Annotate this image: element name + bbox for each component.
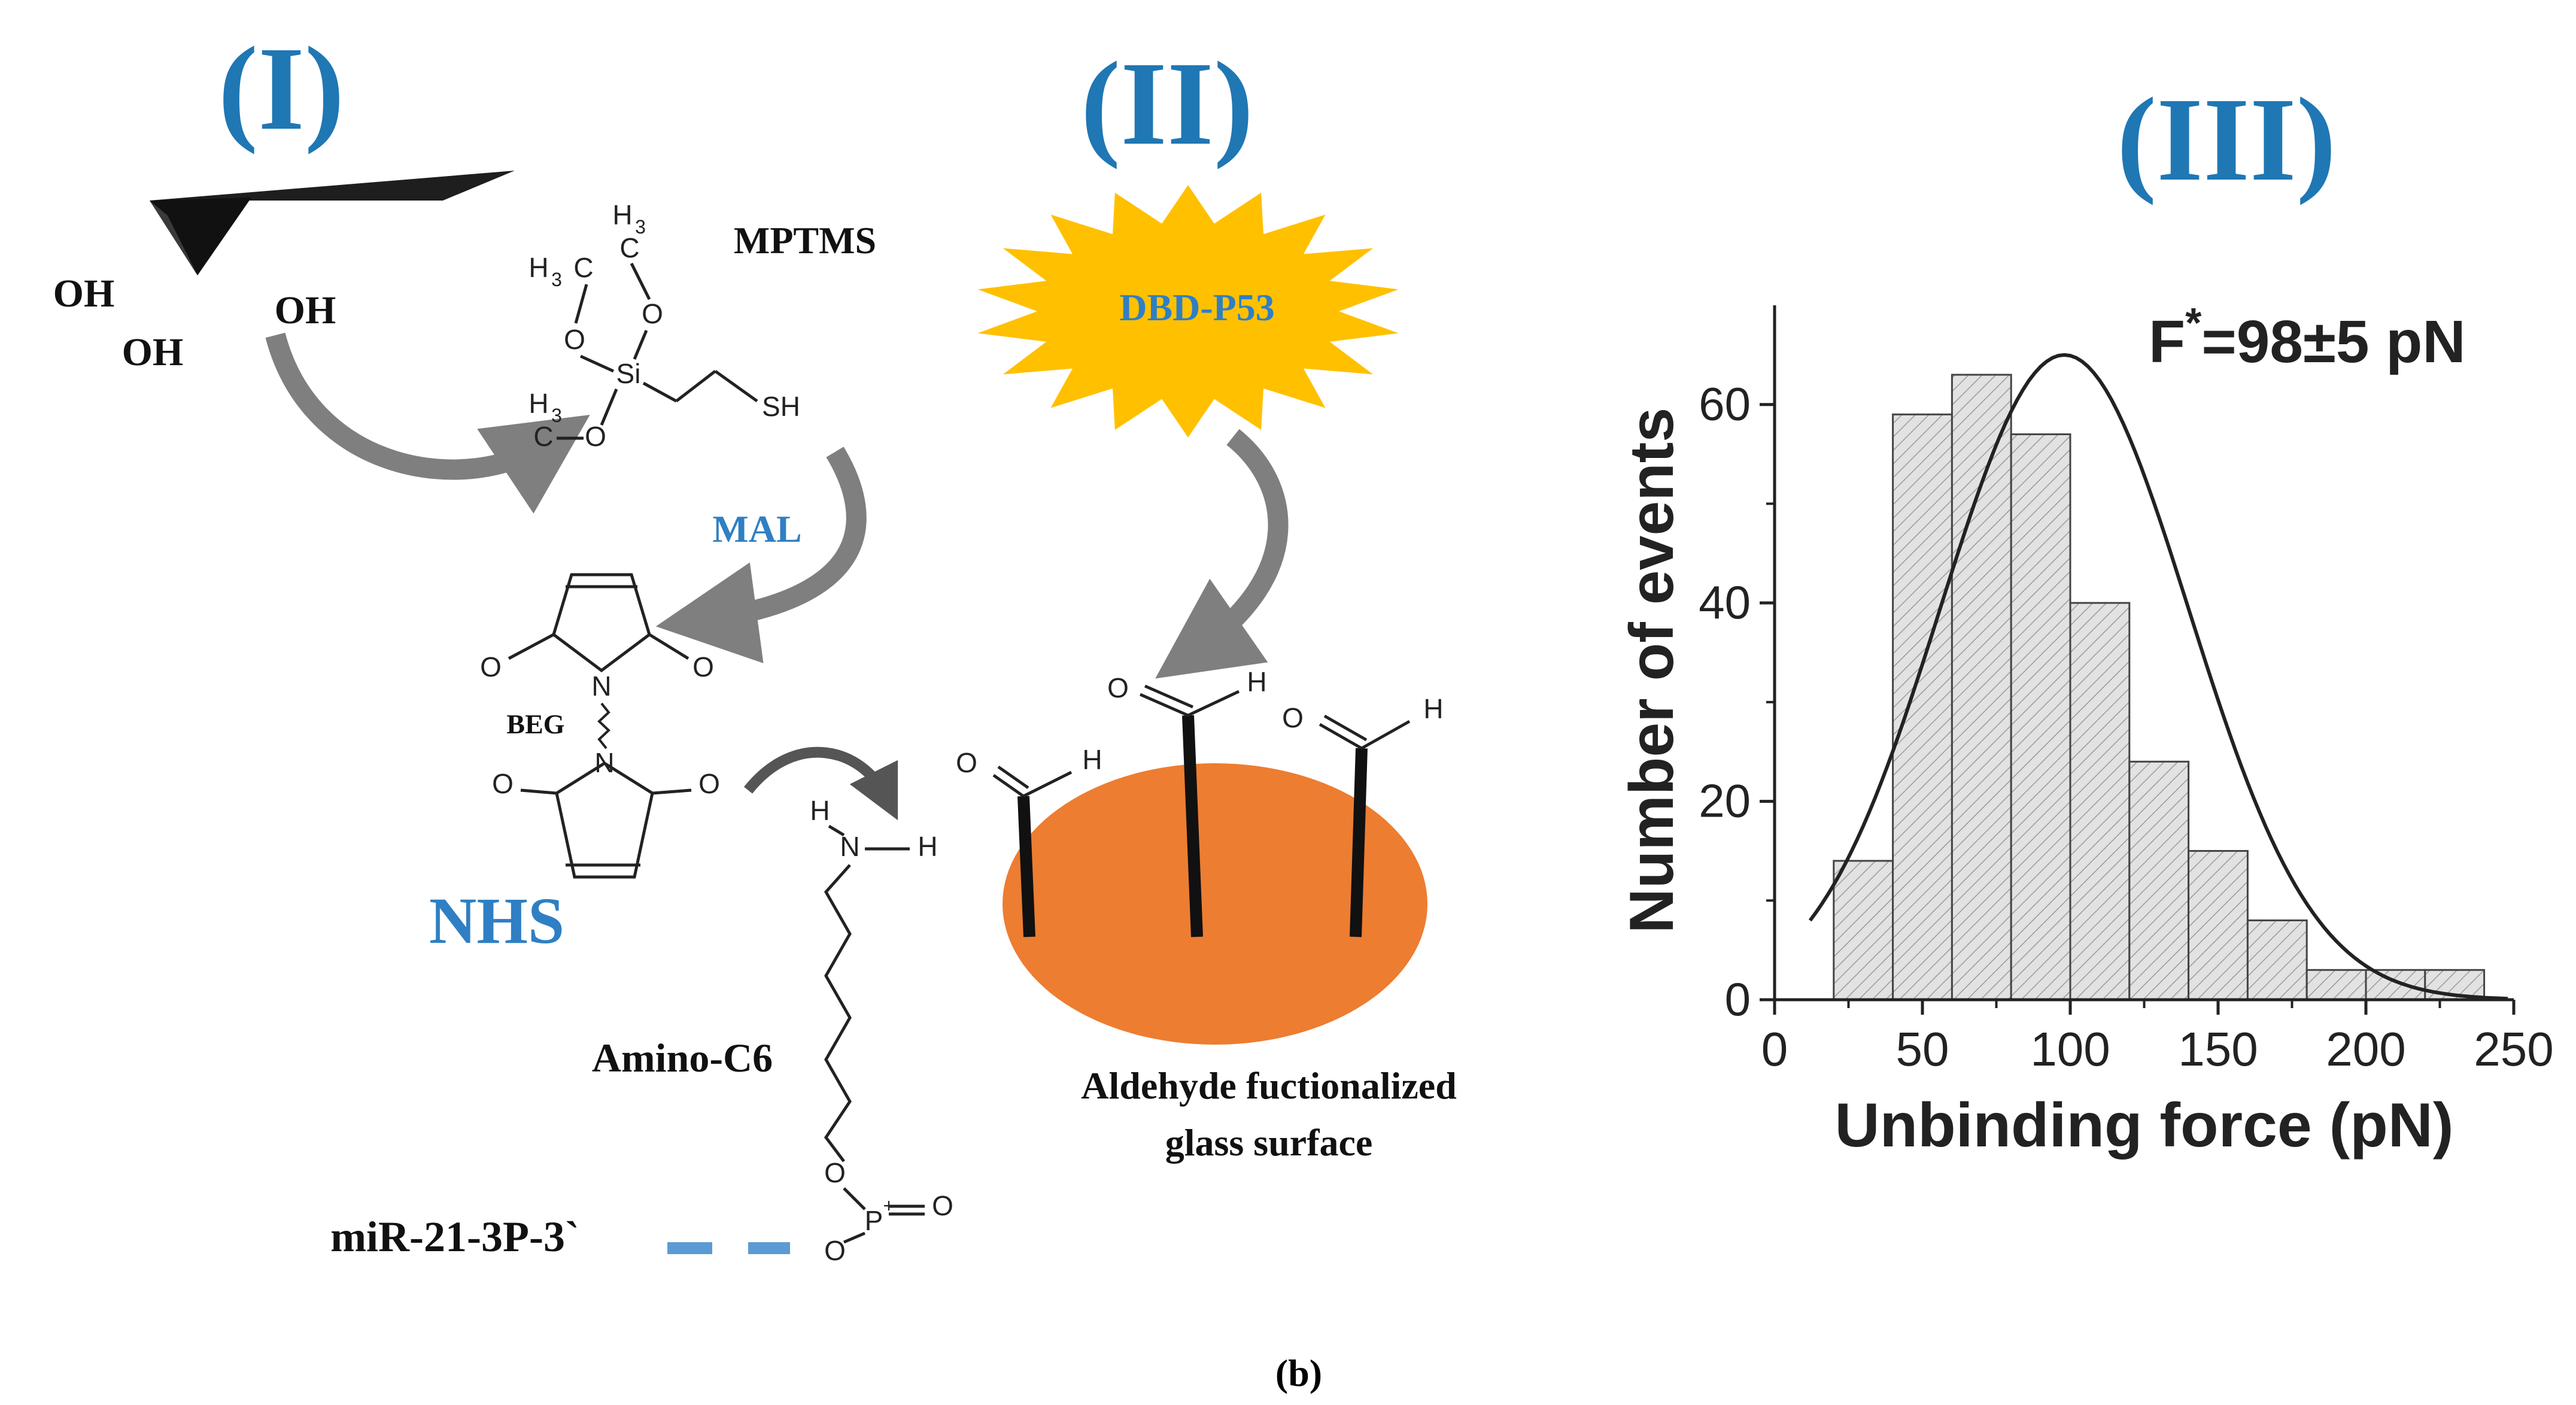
svg-text:O: O <box>585 421 606 452</box>
panel-label-1: (I) <box>218 23 344 155</box>
amino-c6-chain: H N H O P + O O <box>810 795 953 1266</box>
dbd-p53-protein-shape <box>977 185 1399 438</box>
histogram-bar <box>2069 602 2131 1001</box>
nhs-label: NHS <box>429 884 564 957</box>
histogram-bar <box>2365 969 2426 1001</box>
hydroxyl-label-1: OH <box>53 272 115 315</box>
svg-text:O: O <box>956 747 977 778</box>
gaussian-fit-curve <box>1808 353 2508 1001</box>
svg-text:O: O <box>1282 702 1304 733</box>
glass-surface-shape <box>1003 763 1427 1045</box>
svg-text:O: O <box>480 651 502 682</box>
x-axis-title: Unbinding force (pN) <box>1834 1091 2453 1160</box>
maleimide-upper: O N O <box>480 573 714 702</box>
y-tick-label: 0 <box>1725 973 1751 1025</box>
dbd-p53-label: DBD-P53 <box>1119 286 1275 329</box>
beg-label: BEG <box>506 709 564 739</box>
mptms-structure: H 3 C O H 3 C O Si SH H 3 C O <box>528 199 800 452</box>
histogram-bar <box>2010 433 2071 1001</box>
svg-text:H: H <box>810 795 830 826</box>
svg-text:H: H <box>528 388 548 419</box>
surface-label-line1: Aldehyde fuctionalized <box>1081 1064 1457 1107</box>
x-tick-label: 50 <box>1896 1022 1949 1076</box>
y-tick-label: 60 <box>1699 378 1751 430</box>
x-tick-label: 250 <box>2474 1022 2553 1076</box>
beg-linker <box>597 702 610 749</box>
svg-text:3: 3 <box>551 405 562 426</box>
panel-label-2: (II) <box>1081 38 1254 170</box>
svg-text:3: 3 <box>551 269 562 290</box>
mirna-label: miR-21-3P-3` <box>330 1213 579 1261</box>
svg-text:H: H <box>918 831 937 862</box>
surface-label-line2: glass surface <box>1165 1121 1373 1164</box>
svg-text:O: O <box>642 298 663 329</box>
histogram-bar <box>1892 413 1953 1001</box>
mptms-label: MPTMS <box>734 219 876 262</box>
svg-text:H: H <box>528 252 548 283</box>
svg-text:O: O <box>564 324 585 355</box>
panel-label-3: (III) <box>2117 74 2337 206</box>
svg-text:H: H <box>1247 666 1266 697</box>
histogram-bar <box>2246 919 2308 1001</box>
x-tick-label: 200 <box>2326 1022 2405 1076</box>
histogram-bar <box>1833 860 1894 1001</box>
svg-text:P: P <box>865 1205 883 1236</box>
histogram-bar <box>2188 849 2249 1001</box>
afm-tip <box>150 171 515 275</box>
svg-text:O: O <box>824 1157 846 1188</box>
svg-text:3: 3 <box>635 216 646 238</box>
svg-text:C: C <box>619 232 639 263</box>
y-axis-title: Number of events <box>1617 408 1687 933</box>
svg-text:H: H <box>1082 744 1102 775</box>
y-tick-label: 20 <box>1699 775 1751 827</box>
x-tick-label: 0 <box>1761 1022 1788 1076</box>
x-tick-label: 100 <box>2030 1022 2110 1076</box>
mal-label: MAL <box>712 508 801 550</box>
arrow-tip-to-mptms <box>265 332 590 514</box>
svg-text:C: C <box>573 252 593 283</box>
svg-text:H: H <box>612 199 632 230</box>
force-annotation: F*=98±5 pN <box>2149 299 2466 375</box>
svg-text:N: N <box>594 747 614 778</box>
svg-text:H: H <box>1423 693 1443 724</box>
arrow-nhs-to-amine <box>743 746 898 821</box>
svg-text:O: O <box>824 1235 846 1266</box>
figure-caption: (b) <box>1275 1352 1322 1394</box>
svg-text:N: N <box>591 670 611 702</box>
hydroxyl-label-3: OH <box>275 289 336 332</box>
histogram-bar <box>1951 374 2012 1001</box>
svg-text:O: O <box>692 651 714 682</box>
histogram-bar <box>2128 760 2190 1001</box>
svg-text:O: O <box>1107 672 1129 703</box>
arrow-mptms-to-mal <box>655 447 867 663</box>
svg-text:SH: SH <box>762 391 800 422</box>
svg-text:O: O <box>698 768 720 799</box>
hydroxyl-label-2: OH <box>122 330 184 374</box>
arrow-protein-to-surface <box>1155 429 1289 679</box>
x-tick-label: 150 <box>2178 1022 2258 1076</box>
y-tick-label: 40 <box>1699 576 1751 629</box>
aldehyde-groups: O H O H O H <box>956 666 1444 937</box>
maleimide-lower: N O O <box>492 747 720 879</box>
svg-text:C: C <box>533 421 553 452</box>
histogram-bar <box>2305 969 2367 1001</box>
svg-text:Si: Si <box>616 358 641 389</box>
svg-text:O: O <box>492 768 514 799</box>
amino-c6-label: Amino-C6 <box>592 1035 773 1081</box>
svg-text:O: O <box>932 1190 953 1221</box>
